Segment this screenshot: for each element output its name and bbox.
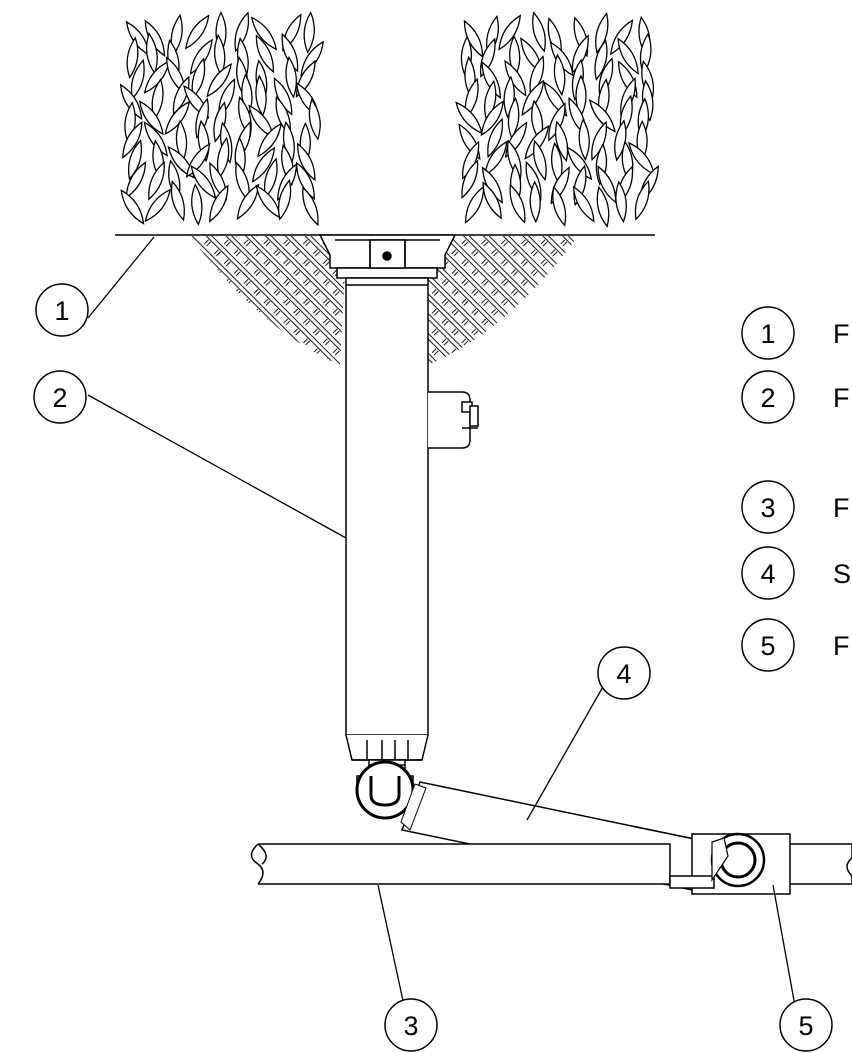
svg-text:F: F (833, 383, 850, 413)
svg-text:S: S (833, 559, 851, 589)
shrub-left (115, 10, 329, 228)
svg-text:1: 1 (760, 319, 775, 349)
svg-text:3: 3 (760, 493, 775, 523)
callout-5: 5 (779, 998, 833, 1052)
callout-2: 2 (33, 370, 87, 424)
upper-swivel-joint (355, 760, 415, 820)
svg-text:5: 5 (798, 1011, 813, 1041)
svg-text:4: 4 (760, 559, 775, 589)
leaf-icon (189, 183, 205, 226)
legend: 1 F 2 F 3 F 4 S 5 F (741, 306, 851, 672)
legend-item-3: 3 F (741, 480, 850, 534)
svg-text:F: F (833, 319, 850, 349)
leaf-icon (140, 185, 175, 225)
lateral-pipe (250, 843, 852, 885)
svg-text:2: 2 (52, 383, 67, 413)
leaf-icon (539, 79, 572, 120)
legend-item-4: 4 S (741, 546, 851, 600)
leader-lines (87, 236, 796, 1011)
svg-text:4: 4 (616, 659, 631, 689)
callout-4: 4 (597, 646, 651, 700)
svg-text:F: F (833, 631, 850, 661)
soil-section (190, 236, 578, 365)
svg-text:2: 2 (760, 383, 775, 413)
svg-text:3: 3 (403, 1011, 418, 1041)
svg-text:5: 5 (760, 631, 775, 661)
callout-3: 3 (384, 998, 438, 1052)
callout-1: 1 (35, 283, 89, 337)
tee-fitting (669, 832, 791, 895)
leaf-icon (528, 10, 550, 54)
svg-text:F: F (833, 493, 850, 523)
svg-text:1: 1 (54, 296, 69, 326)
shrub-right (451, 10, 664, 229)
legend-item-2: 2 F (741, 370, 850, 424)
legend-item-5: 5 F (741, 618, 850, 672)
legend-item-1: 1 F (741, 306, 850, 360)
leaf-icon (494, 12, 526, 53)
leaf-icon (302, 11, 317, 54)
